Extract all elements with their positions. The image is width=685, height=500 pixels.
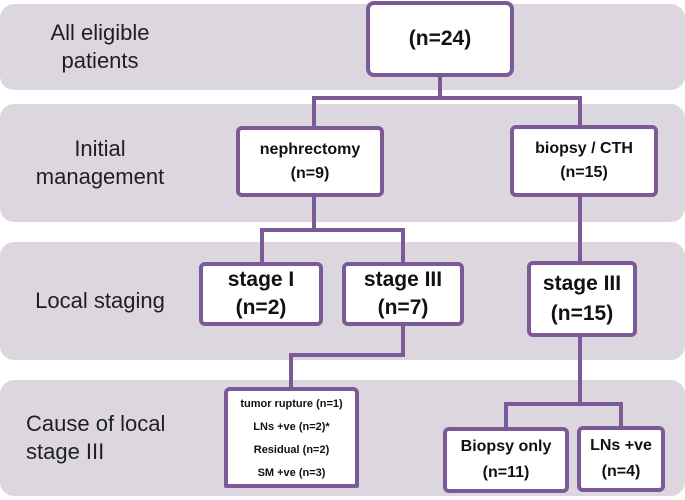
node-lns-positive: LNs +ve (n=4) <box>577 426 665 492</box>
node-biopsy-cth-count: (n=15) <box>560 164 608 181</box>
cause-item-lns-positive: LNs +ve (n=2)* <box>253 421 330 433</box>
row-label-initial-management: Initial management <box>35 136 165 189</box>
node-nephrectomy-count: (n=9) <box>290 164 330 182</box>
node-biopsy-cth: biopsy / CTH (n=15) <box>510 125 658 197</box>
node-biopsy-only-label: Biopsy only <box>460 438 552 455</box>
node-lns-positive-label: LNs +ve <box>590 437 652 454</box>
cause-item-tumor-rupture: tumor rupture (n=1) <box>240 398 343 410</box>
band-eligible <box>0 4 685 90</box>
node-causes: tumor rupture (n=1) LNs +ve (n=2)* Resid… <box>224 387 359 488</box>
connector-nephrectomy <box>260 196 405 262</box>
node-stage-iii-left-label: stage III <box>363 268 443 291</box>
cause-item-residual: Residual (n=2) <box>253 444 330 456</box>
node-total: (n=24) <box>366 1 514 77</box>
node-biopsy-only: Biopsy only (n=11) <box>443 427 569 493</box>
node-stage-iii-right: stage III (n=15) <box>527 261 637 337</box>
node-stage-iii-left: stage III (n=7) <box>342 262 464 326</box>
connector-total <box>312 76 582 126</box>
node-stage-iii-right-label: stage III <box>542 272 622 295</box>
node-total-count: (n=24) <box>408 27 472 50</box>
connector-stage3-right <box>504 336 623 427</box>
cause-item-sm-positive: SM +ve (n=3) <box>257 467 326 479</box>
node-stage-i: stage I (n=2) <box>199 262 323 326</box>
node-biopsy-only-count: (n=11) <box>482 464 530 481</box>
row-label-cause: Cause of local stage III <box>26 411 166 464</box>
row-label-eligible: All eligible patients <box>50 20 150 73</box>
node-lns-positive-count: (n=4) <box>601 463 641 480</box>
node-biopsy-cth-label: biopsy / CTH <box>535 140 633 157</box>
node-stage-iii-right-count: (n=15) <box>550 302 614 325</box>
node-stage-iii-left-count: (n=7) <box>377 296 429 319</box>
node-nephrectomy: nephrectomy (n=9) <box>236 126 384 197</box>
node-nephrectomy-label: nephrectomy <box>259 140 361 158</box>
node-stage-i-label: stage I <box>227 268 295 291</box>
row-label-local-staging: Local staging <box>35 288 165 313</box>
connector-stage3-left <box>289 325 405 387</box>
node-stage-i-count: (n=2) <box>235 296 287 319</box>
